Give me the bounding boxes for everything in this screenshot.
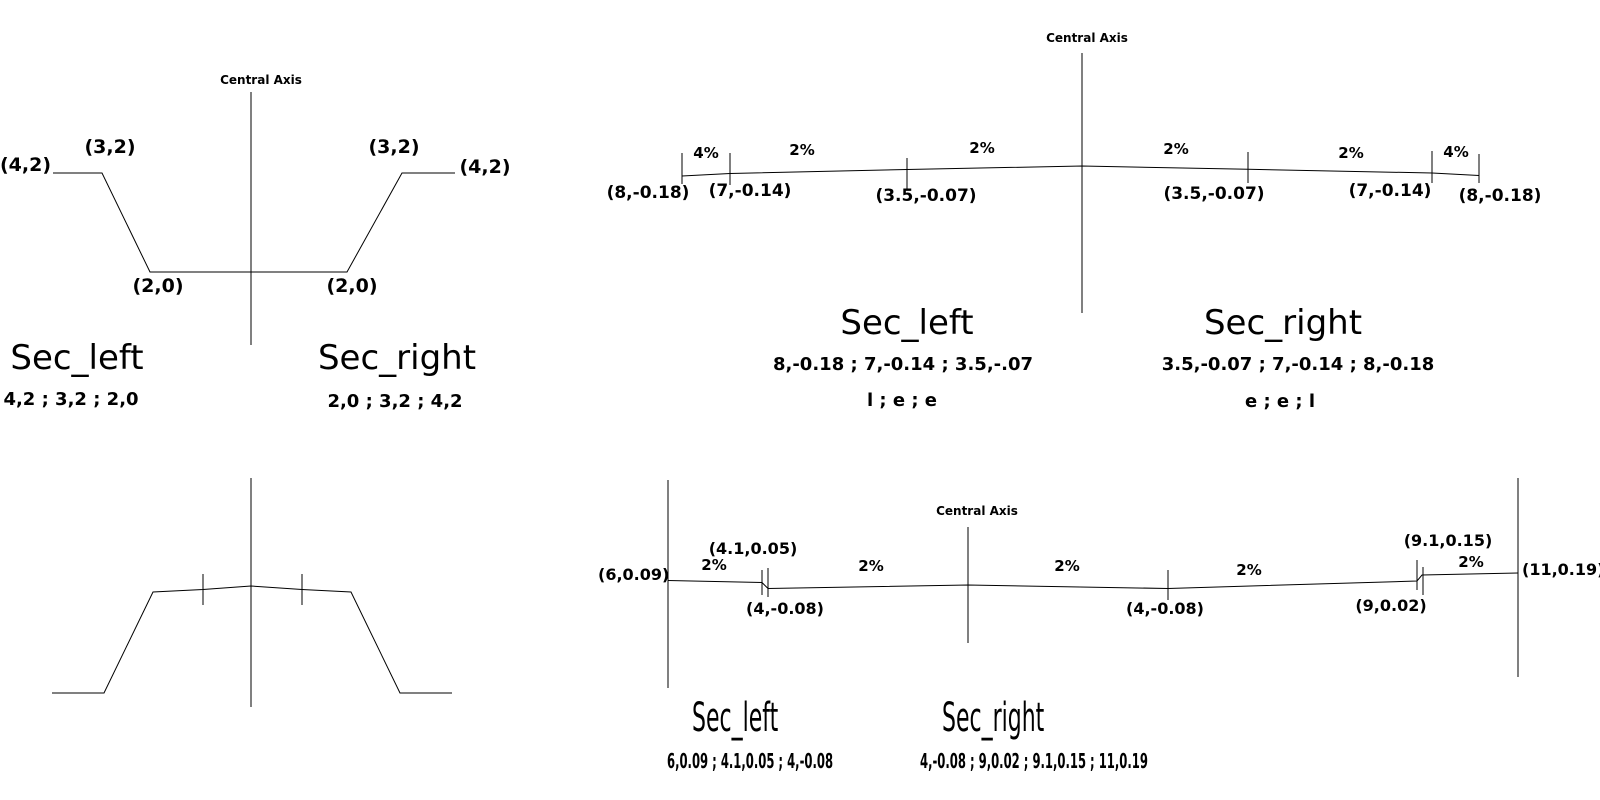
point-label: (11,0.19) [1522, 560, 1600, 579]
central-axis-label: Central Axis [220, 73, 302, 87]
slope-label: 2% [789, 141, 815, 159]
slope-label: 4% [1443, 143, 1469, 161]
point-label: (3.5,-0.07) [875, 186, 977, 206]
point-label: (3,2) [368, 136, 420, 158]
embankment-outline [52, 585, 452, 694]
slope-label: 2% [1458, 553, 1484, 571]
point-label: (3,2) [84, 136, 136, 158]
ditch-outline [53, 172, 455, 273]
slope-label: 2% [858, 557, 884, 575]
point-label: (4,2) [459, 156, 511, 178]
point-label: (4,-0.08) [746, 599, 824, 618]
point-label: (2,0) [132, 275, 184, 297]
section-coords-left: 4,2 ; 3,2 ; 2,0 [3, 389, 139, 410]
section-coords-left: 8,-0.18 ; 7,-0.14 ; 3.5,-.07 [772, 354, 1034, 375]
section-coords-right: 2,0 ; 3,2 ; 4,2 [327, 391, 463, 412]
point-label: (3.5,-0.07) [1163, 184, 1265, 204]
point-label: (7,-0.14) [708, 181, 792, 201]
point-label: (9.1,0.15) [1403, 531, 1493, 550]
section-coords-right: 3.5,-0.07 ; 7,-0.14 ; 8,-0.18 [1161, 354, 1435, 375]
slope-label: 2% [1054, 557, 1080, 575]
section-title-right: Sec_right [317, 338, 477, 378]
central-axis-label: Central Axis [936, 504, 1018, 518]
section-title-right: Sec_right [942, 695, 1045, 741]
section-coords-left: 6,0.09 ; 4.1,0.05 ; 4,-0.08 [667, 749, 834, 773]
slope-label: 2% [1236, 561, 1262, 579]
road-surface-top-right [681, 165, 1480, 177]
slope-label: 4% [693, 144, 719, 162]
slope-label: 2% [701, 556, 727, 574]
point-label: (8,-0.18) [606, 183, 690, 203]
point-label: (7,-0.14) [1348, 181, 1432, 201]
section-title-left: Sec_left [692, 695, 779, 741]
slope-label: 2% [969, 139, 995, 157]
section-title-left: Sec_left [840, 303, 974, 343]
point-label: (9,0.02) [1355, 596, 1427, 615]
section-codes-left: l ; e ; e [866, 390, 938, 411]
section-codes-right: e ; e ; l [1244, 391, 1316, 412]
point-label: (2,0) [326, 275, 378, 297]
point-label: (4,2) [0, 154, 52, 176]
section-coords-right: 4,-0.08 ; 9,0.02 ; 9.1,0.15 ; 11,0.19 [920, 749, 1148, 773]
point-label: (4,-0.08) [1126, 599, 1204, 618]
section-title-right: Sec_right [1203, 303, 1363, 343]
slope-label: 2% [1163, 140, 1189, 158]
point-label: (6,0.09) [598, 565, 670, 584]
central-axis-label: Central Axis [1046, 31, 1128, 45]
point-label: (4.1,0.05) [708, 539, 798, 558]
slope-label: 2% [1338, 144, 1364, 162]
road-surface-bottom-right [667, 572, 1519, 590]
section-title-left: Sec_left [10, 338, 144, 378]
point-label: (8,-0.18) [1458, 186, 1542, 206]
